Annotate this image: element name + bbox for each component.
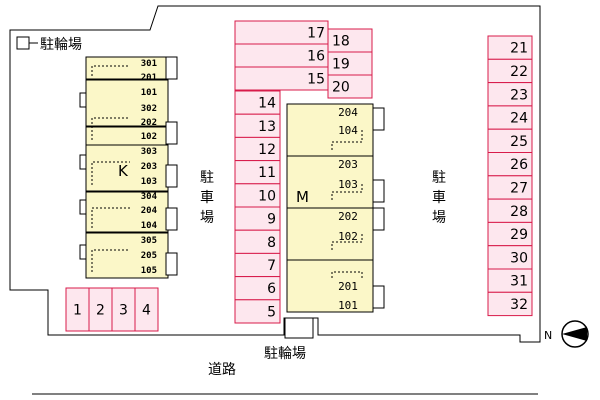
parking-space-label: 29 (510, 227, 528, 243)
unit-label: 201 (338, 280, 358, 293)
svg-text:場: 場 (432, 210, 446, 226)
parking-space-label: 14 (258, 96, 276, 112)
unit-label: 204 (141, 206, 158, 216)
parking-space-label: 32 (510, 297, 528, 313)
parking-space-label: 10 (258, 188, 276, 204)
unit-label: 104 (141, 221, 158, 231)
unit-label: 202 (141, 118, 157, 128)
road-label: 道路 (208, 362, 236, 378)
unit-label: 101 (141, 88, 157, 98)
unit-label: 102 (338, 230, 358, 243)
parking-space-label: 19 (332, 57, 350, 73)
parking-space-label: 17 (307, 26, 325, 42)
parking-space-label: 27 (510, 180, 528, 196)
bicycle-parking-bottom-label: 駐輪場 (264, 345, 306, 362)
unit-label: 203 (141, 162, 157, 172)
unit-label: 105 (141, 266, 157, 276)
unit-label: 102 (141, 132, 157, 142)
parking-top-right: 18 19 20 (327, 28, 373, 99)
parking-space-label: 26 (510, 157, 528, 173)
parking-space-label: 4 (142, 303, 151, 319)
parking-space-label: 8 (267, 235, 276, 251)
unit-label: 202 (338, 210, 358, 223)
unit-label: 205 (141, 251, 157, 261)
svg-text:場: 場 (200, 210, 214, 226)
building-k: 301 201 101 302 202 102 303 203 103 304 204 104 305 2… (79, 56, 178, 279)
parking-space (487, 291, 533, 317)
parking-top-left: 17 16 15 (234, 20, 329, 91)
bicycle-parking-bottom-icon (284, 317, 314, 339)
parking-space-label: 23 (510, 87, 528, 103)
svg-text:駐: 駐 (200, 170, 214, 186)
unit-label: 104 (338, 124, 358, 137)
unit-label: 201 (141, 73, 157, 83)
parking-space-label: 30 (510, 250, 528, 266)
parking-space-label: 11 (258, 165, 276, 181)
svg-text:車: 車 (432, 189, 446, 206)
building-m: 204 104 203 103 202 102 201 101 M (286, 103, 385, 313)
parking-space (327, 74, 373, 99)
bicycle-parking-topleft-label: 駐輪場 (40, 36, 82, 53)
parking-space (134, 287, 159, 332)
bicycle-parking-topleft-icon (16, 36, 30, 50)
parking-space-label: 18 (332, 34, 350, 50)
parking-label-right: 駐 車 場 (432, 170, 446, 226)
north-arrow-icon: N (544, 320, 589, 348)
unit-label: 103 (141, 177, 157, 187)
parking-space-label: 31 (510, 274, 528, 290)
parking-right-column: 21 22 23 24 25 26 27 28 29 30 31 32 (487, 35, 533, 317)
parking-space-label: 9 (267, 212, 276, 228)
parking-space-label: 2 (96, 303, 105, 319)
parking-space-label: 13 (258, 119, 276, 135)
building-k-letter: K (118, 162, 129, 180)
parking-space-label: 28 (510, 204, 528, 220)
parking-space-label: 25 (510, 134, 528, 150)
unit-label: 101 (338, 299, 358, 312)
unit-label: 303 (141, 147, 157, 157)
parking-space-label: 16 (307, 49, 325, 65)
svg-text:駐: 駐 (432, 170, 446, 186)
parking-space (234, 299, 281, 324)
building-m-letter: M (296, 188, 309, 206)
unit-label: 204 (338, 106, 358, 119)
parking-space-label: 6 (267, 281, 276, 297)
unit-label: 301 (141, 59, 157, 69)
unit-label: 203 (338, 158, 358, 171)
parking-space-label: 3 (119, 303, 128, 319)
parking-space-label: 12 (258, 142, 276, 158)
parking-space-label: 15 (307, 72, 325, 88)
unit-label: 305 (141, 236, 157, 246)
parking-space-label: 7 (267, 258, 276, 274)
parking-space-label: 21 (510, 41, 528, 57)
parking-center-column: 14 13 12 11 10 9 8 7 6 5 (234, 90, 281, 324)
parking-space-label: 20 (332, 80, 350, 96)
parking-space-label: 1 (73, 303, 82, 319)
parking-space-label: 24 (510, 111, 528, 127)
unit-label: 302 (141, 104, 157, 114)
unit-label: 103 (338, 178, 358, 191)
parking-label-center: 駐 車 場 (200, 170, 214, 226)
unit-label: 304 (141, 192, 158, 202)
svg-text:車: 車 (200, 189, 214, 206)
svg-text:N: N (544, 329, 552, 342)
parking-space-label: 5 (267, 304, 276, 320)
parking-space-label: 22 (510, 64, 528, 80)
